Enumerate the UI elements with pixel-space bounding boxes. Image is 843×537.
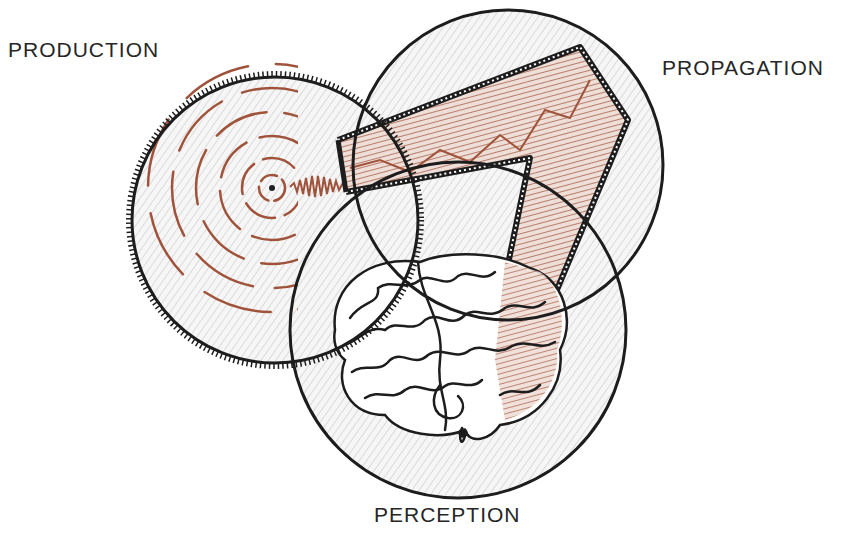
tube-wall xyxy=(346,158,530,264)
sound-ring xyxy=(196,112,298,264)
region-circle: PROPAGATION xyxy=(345,2,671,328)
wave-in-tube xyxy=(350,80,590,172)
tube-mouth xyxy=(338,140,346,192)
gear-teeth xyxy=(129,74,421,366)
sound-ring xyxy=(172,88,298,288)
sound-wave xyxy=(290,176,343,197)
brain-gyrus xyxy=(434,385,463,418)
region-circle: PERCEPTION xyxy=(282,154,634,506)
brain-gyrus xyxy=(418,262,446,430)
brain-gyrus xyxy=(365,380,482,398)
brain-gyrus xyxy=(352,342,555,372)
brain-gyrus xyxy=(500,385,540,395)
circle-border xyxy=(132,77,418,363)
region-circle: PRODUCTION xyxy=(124,69,426,371)
region-heading: PERCEPTION xyxy=(374,503,521,527)
brain-stem xyxy=(460,428,466,442)
tube-wall-rail xyxy=(346,158,530,264)
brain-hatch xyxy=(495,262,562,420)
sound-ring xyxy=(242,158,298,218)
sound-source xyxy=(269,185,275,191)
sound-ring xyxy=(148,64,298,312)
region-shading xyxy=(132,10,663,498)
circle-border xyxy=(290,162,626,498)
circle-outline xyxy=(345,2,671,328)
sound-ring xyxy=(220,136,298,240)
region-heading: PRODUCTION xyxy=(8,38,159,62)
brain xyxy=(334,254,566,442)
brain-stem-dot xyxy=(460,430,467,437)
sound-rings xyxy=(148,64,298,312)
region-heading: PROPAGATION xyxy=(662,56,824,80)
sound-ring xyxy=(259,175,285,201)
brain-outline xyxy=(334,254,566,439)
circle-outline xyxy=(282,154,634,506)
circle-outline xyxy=(124,69,426,371)
